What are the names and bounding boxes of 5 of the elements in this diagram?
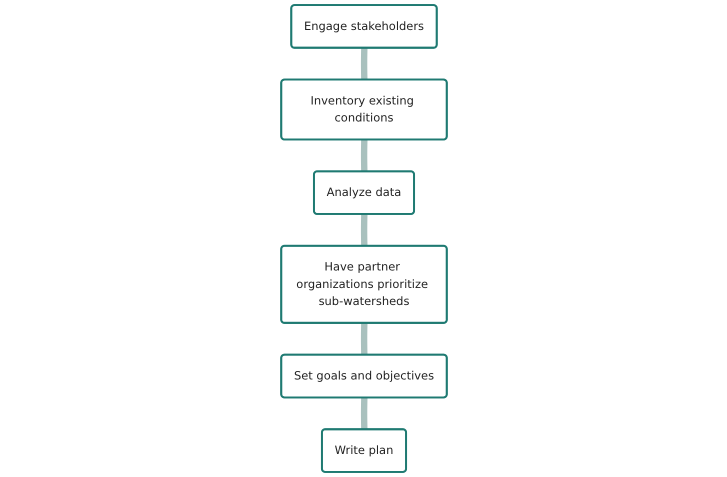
connector [360, 214, 367, 247]
connector [360, 139, 367, 172]
connector [360, 322, 367, 356]
connector [360, 48, 367, 80]
connector [360, 397, 367, 430]
